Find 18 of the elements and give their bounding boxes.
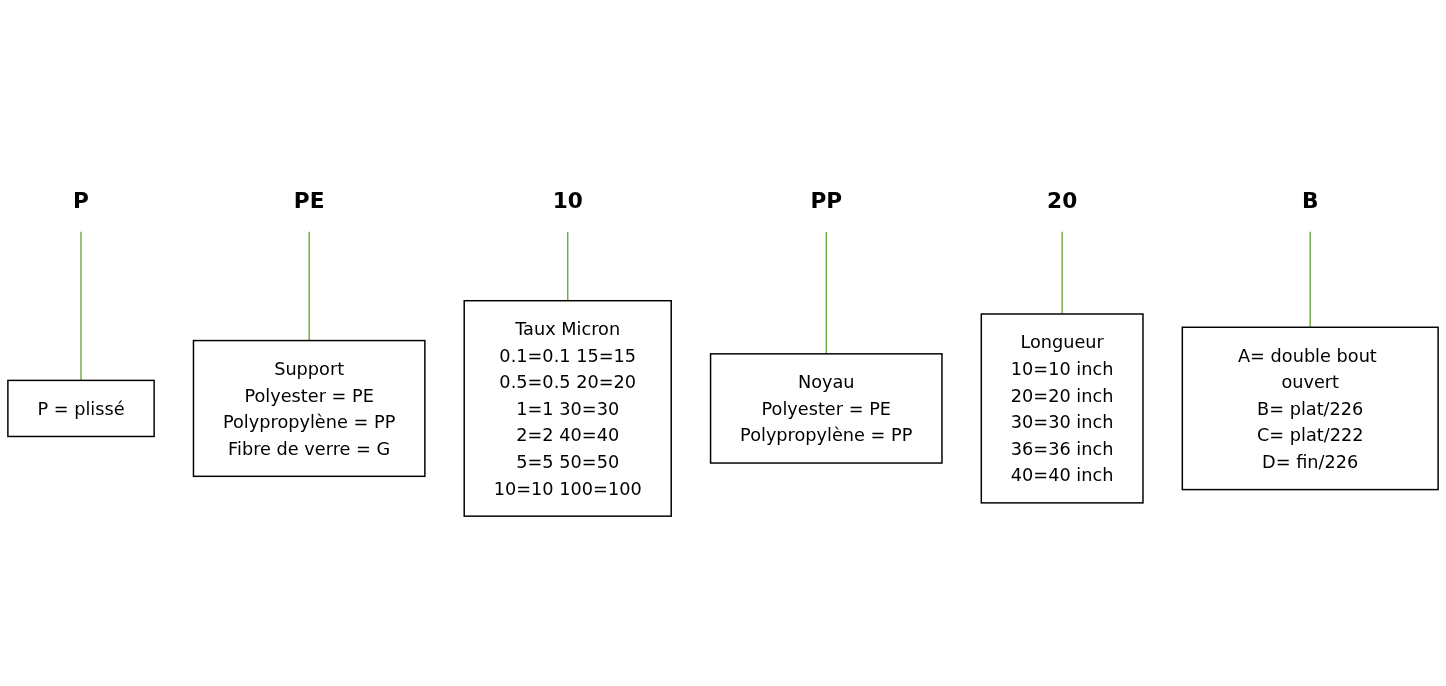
node-text: PP bbox=[810, 188, 843, 214]
connector bbox=[1309, 231, 1311, 328]
node-box: Taux Micron 0.1=0.1 15=15 0.5=0.5 20=20 1=1 30=30 2=2 40=40 5=5 50=50 10=10 100=100 bbox=[463, 299, 672, 517]
node-text: PE bbox=[293, 188, 325, 214]
node-box: P = plissé bbox=[7, 379, 155, 438]
node-text: P bbox=[73, 188, 89, 214]
node-box: Longueur 10=10 inch 20=20 inch 30=30 inch 36=36 inch 40=40 inch bbox=[980, 313, 1144, 504]
node-text: 10 bbox=[552, 188, 583, 214]
node-text: 20 bbox=[1047, 188, 1078, 214]
connector bbox=[308, 231, 310, 342]
connector bbox=[80, 231, 82, 382]
connector bbox=[825, 231, 827, 355]
node-box: A= double bout ouvert B= plat/226 C= plat/222 D= fin/226 bbox=[1181, 326, 1439, 491]
connector bbox=[1061, 231, 1063, 315]
node-text: B bbox=[1301, 188, 1319, 214]
connector bbox=[567, 231, 569, 302]
node-box: Support Polyester = PE Polypropylène = PP Fibre de verre = G bbox=[192, 339, 426, 478]
node-box: Noyau Polyester = PE Polypropylène = PP bbox=[709, 353, 943, 464]
